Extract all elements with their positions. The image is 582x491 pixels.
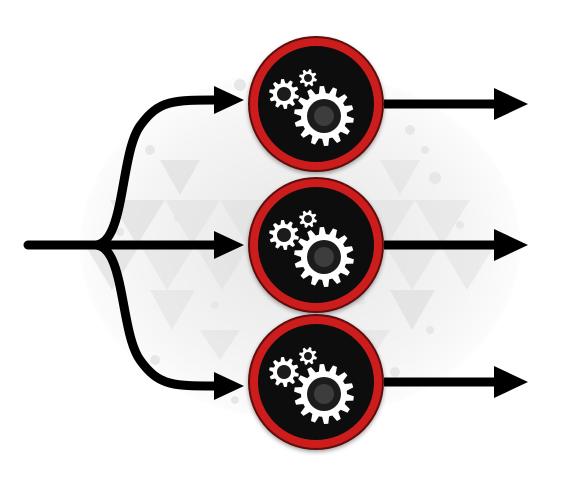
process-node: [248, 314, 384, 450]
background-dot: [150, 355, 160, 365]
background-triangle: [150, 290, 195, 330]
branch-connector-bottom: [90, 240, 235, 391]
background-triangle: [385, 245, 440, 290]
gears-icon: [269, 210, 354, 287]
large-gear-hub-shine: [314, 247, 334, 267]
output-arrow: [384, 366, 528, 398]
background-dot: [456, 221, 464, 229]
background-triangle: [195, 245, 250, 290]
background-dot: [231, 396, 239, 404]
process-node: [248, 177, 384, 313]
background-dot: [426, 326, 434, 334]
background-triangle: [140, 245, 195, 290]
background-dot: [429, 172, 441, 184]
input-arrowhead: [214, 372, 244, 400]
output-arrowhead: [494, 229, 528, 261]
branch-connector-top: [90, 95, 235, 250]
background-triangle: [380, 160, 420, 195]
output-arrow: [384, 229, 528, 261]
background-dot: [145, 145, 155, 155]
gears-icon: [269, 69, 354, 146]
large-gear-hub-shine: [314, 384, 334, 404]
background-triangle: [110, 200, 165, 245]
input-arrowhead: [214, 86, 244, 114]
process-node: [248, 36, 384, 172]
background-dot: [211, 301, 219, 309]
background-triangle: [390, 290, 435, 330]
medium-gear-hub: [277, 365, 291, 379]
background-triangle: [160, 160, 200, 195]
background-dot: [421, 146, 429, 154]
output-arrowhead: [494, 88, 528, 120]
background-triangle: [415, 200, 470, 245]
background-triangle: [440, 245, 495, 290]
background-dot: [174, 214, 182, 222]
small-gear-hub: [304, 74, 312, 82]
input-arrowhead: [214, 231, 244, 259]
branch-connectors: [90, 95, 235, 391]
background-triangle: [200, 330, 240, 360]
medium-gear-hub: [277, 87, 291, 101]
background-dot: [390, 367, 400, 377]
small-gear-hub: [304, 352, 312, 360]
medium-gear-hub: [277, 228, 291, 242]
large-gear-hub-shine: [314, 106, 334, 126]
background-dot: [234, 79, 246, 91]
background-dot: [116, 228, 124, 236]
output-arrow: [384, 88, 528, 120]
background-triangle: [165, 200, 220, 245]
small-gear-hub: [304, 215, 312, 223]
background-dot: [405, 125, 415, 135]
output-arrowhead: [494, 366, 528, 398]
gears-icon: [269, 347, 354, 424]
